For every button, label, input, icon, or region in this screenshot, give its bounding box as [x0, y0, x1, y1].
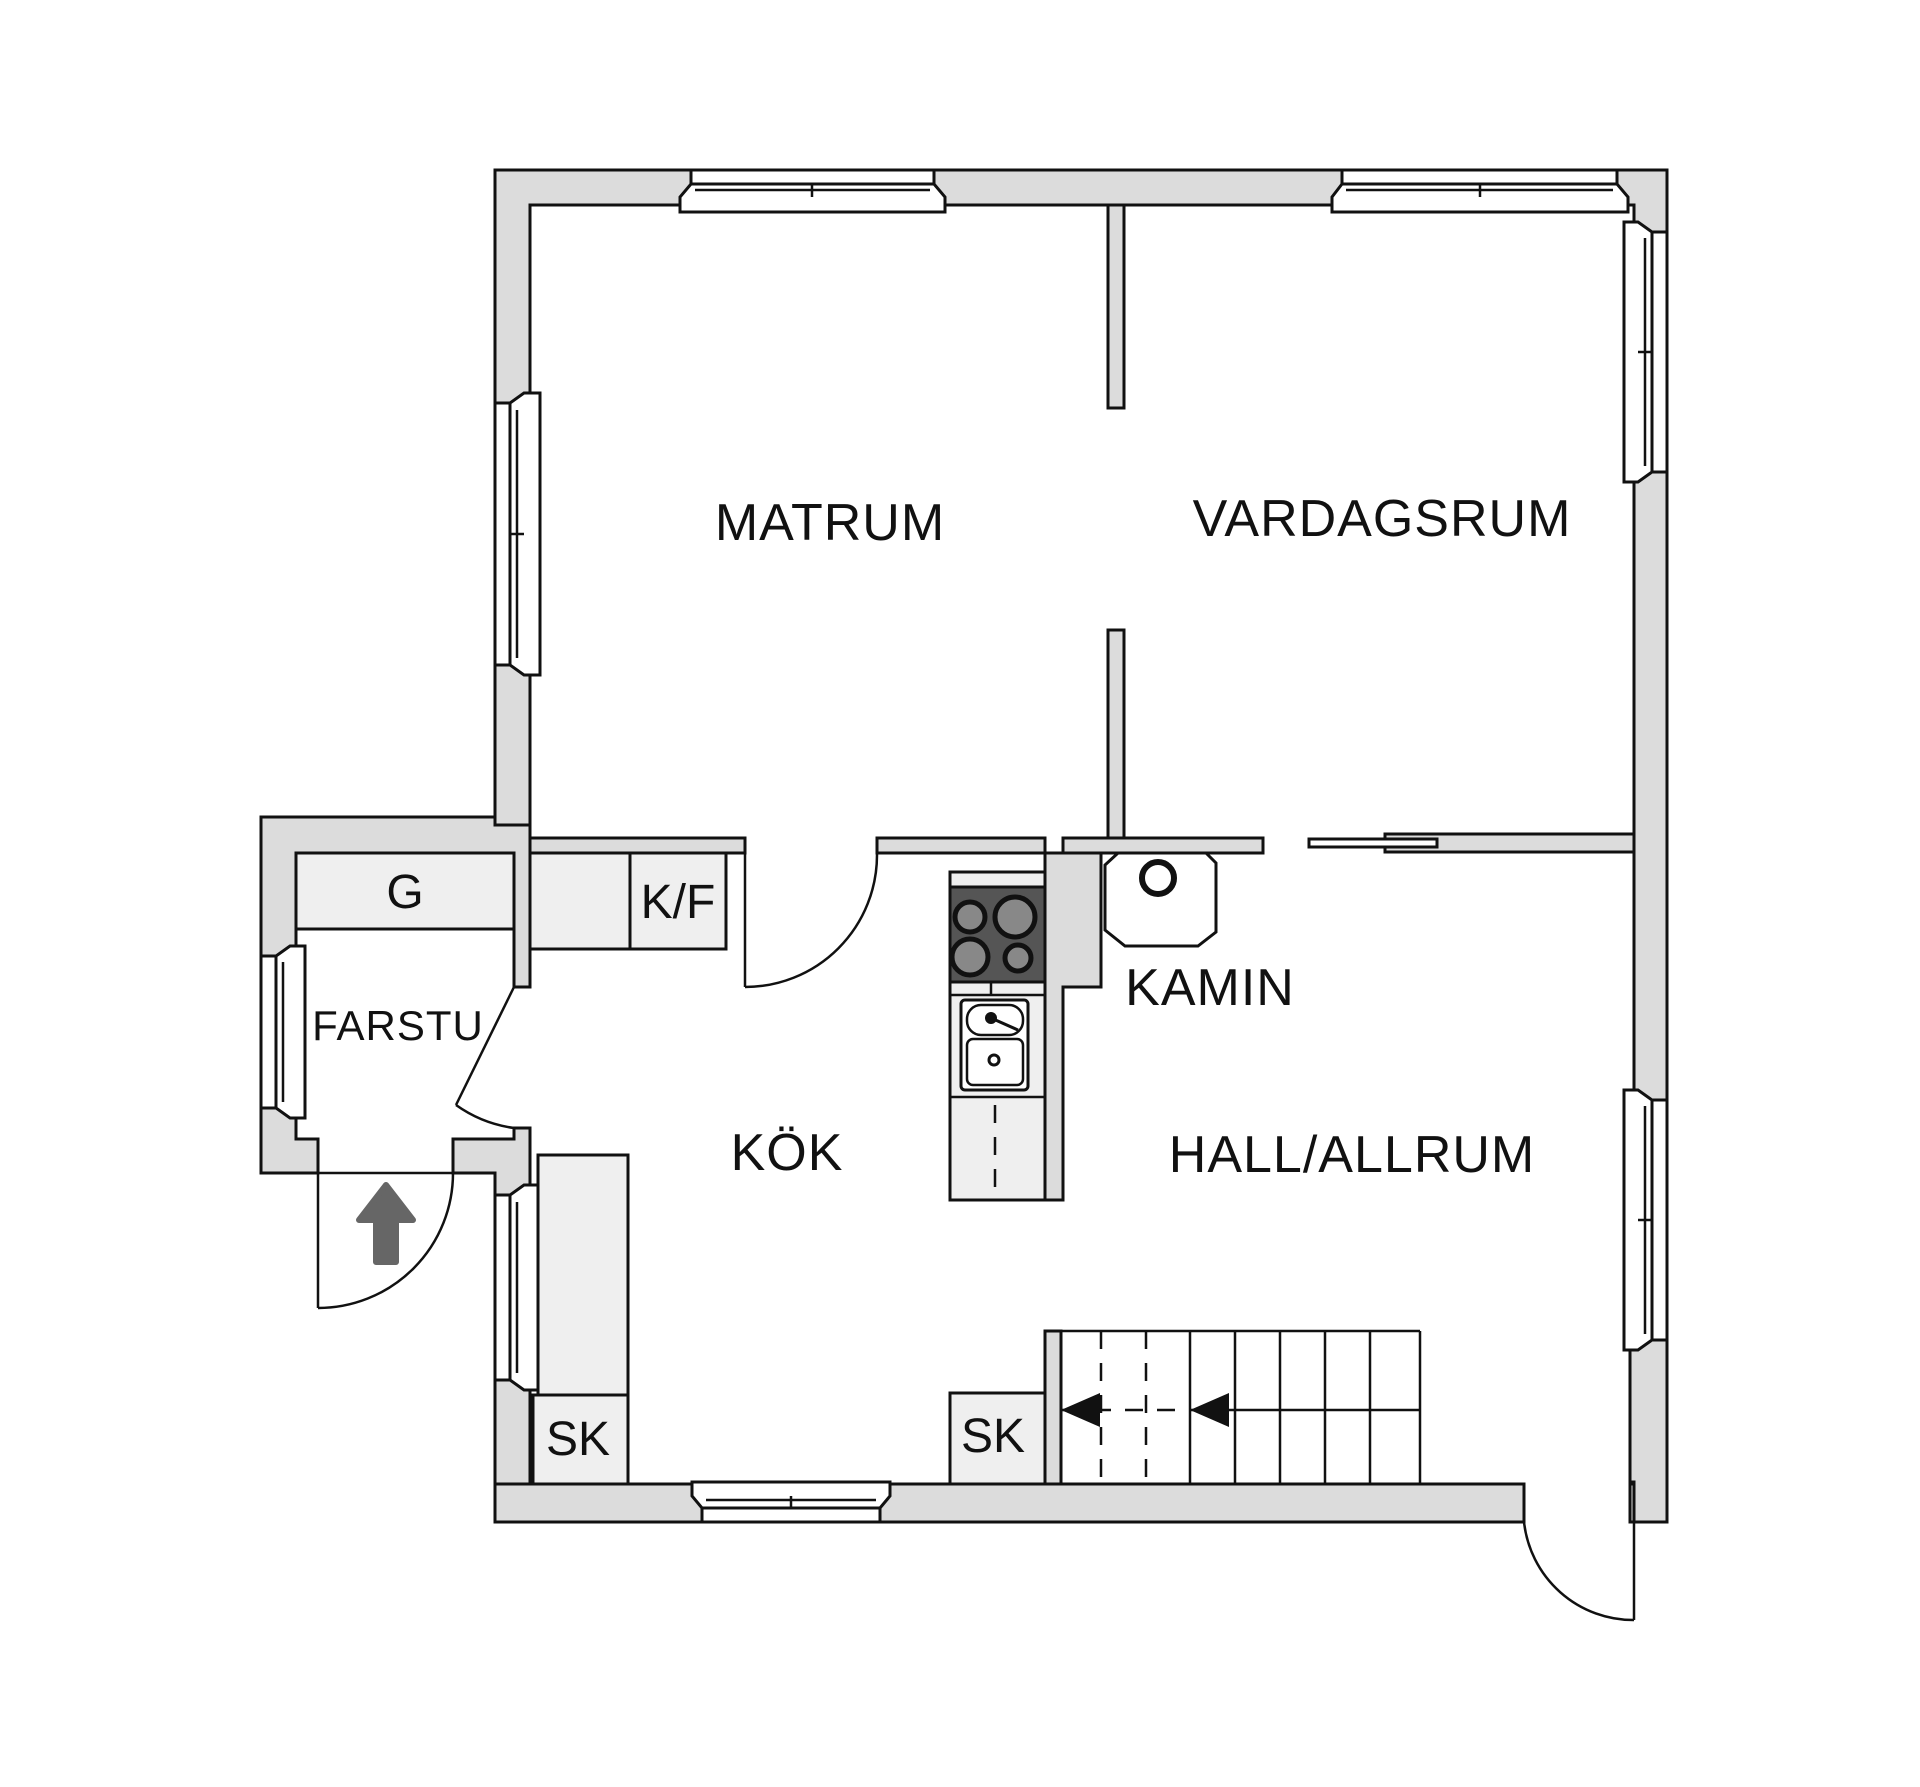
- window-top-left: [678, 168, 947, 214]
- fixture-sk2: SK: [948, 1391, 1047, 1486]
- burner-icon: [1002, 942, 1034, 974]
- fixture-label-sk2: SK: [961, 1410, 1025, 1463]
- fixture-g: G: [294, 851, 516, 931]
- room-label-hall: HALL/ALLRUM: [1169, 1126, 1535, 1184]
- fixture-kf: K/F: [528, 851, 728, 951]
- stairs-arrow-icon: [1190, 1393, 1229, 1427]
- kitchen-counter-left: [536, 1153, 630, 1397]
- room-label-matrum: MATRUM: [715, 494, 945, 552]
- burner-icon: [992, 894, 1038, 940]
- entrance-arrow-icon: [356, 1182, 416, 1265]
- window-left-kitchen: [493, 1183, 540, 1392]
- burner-icon: [949, 936, 991, 978]
- window-right-upper: [1622, 220, 1669, 484]
- window-top-right: [1330, 168, 1630, 214]
- window-left-matrum: [493, 391, 542, 677]
- fixture-label-sk1: SK: [546, 1413, 610, 1466]
- window-right-lower: [1622, 1088, 1669, 1352]
- room-label-kok: KÖK: [731, 1124, 844, 1182]
- window-left-farstu: [259, 944, 307, 1120]
- room-label-farstu: FARSTU: [312, 1002, 484, 1049]
- burner-icon: [952, 899, 988, 935]
- outer-walls: [259, 168, 1669, 1524]
- stairs-arrow-icon: [1061, 1393, 1100, 1427]
- fireplace-icon: [1103, 851, 1218, 948]
- room-label-vardagsrum: VARDAGSRUM: [1193, 490, 1572, 548]
- fixture-label-g: G: [386, 866, 423, 919]
- doors: [261, 853, 1636, 1622]
- windows: [259, 168, 1669, 1524]
- fixture-label-kf: K/F: [641, 876, 716, 929]
- room-labels: MATRUM VARDAGSRUM FARSTU KÖK KAMIN HALL/…: [312, 490, 1572, 1184]
- sink-icon: [959, 998, 1030, 1092]
- room-label-kamin: KAMIN: [1125, 959, 1295, 1017]
- kitchen-island: [948, 870, 1047, 1202]
- window-bottom: [690, 1480, 892, 1524]
- fixture-sk1: SK: [531, 1393, 630, 1486]
- sliding-door[interactable]: [1307, 837, 1439, 849]
- stairs: [1043, 1329, 1422, 1486]
